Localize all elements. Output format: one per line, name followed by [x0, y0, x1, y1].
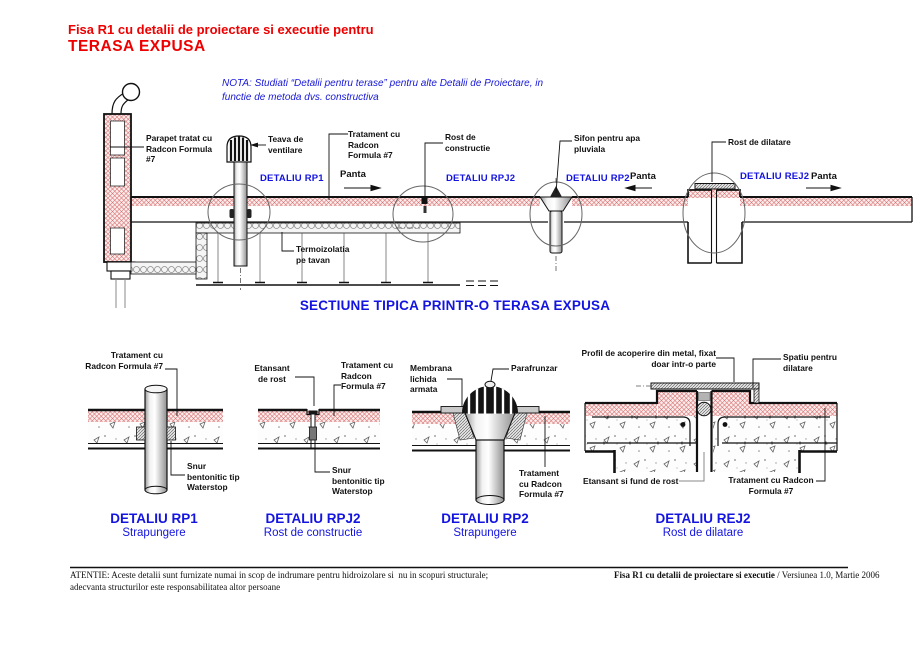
marker-detaliu-rej2: DETALIU REJ2	[740, 171, 810, 182]
vent-pipe	[226, 135, 252, 290]
rpj2-label-etansant: Etansant de rost	[254, 363, 290, 384]
rpj2-label-snur: Snur bentonitic tip Waterstop	[332, 465, 385, 496]
rp2-subtitle: Strapungere	[453, 527, 517, 539]
label-teava-ventilare: Teava de ventilare	[268, 134, 304, 155]
main-section-drawing	[103, 82, 913, 308]
rej2-label-etansant: Etansant si fund de rost	[583, 476, 679, 486]
label-panta-3: Panta	[811, 171, 837, 182]
marker-detaliu-rpj2: DETALIU RPJ2	[446, 173, 516, 184]
rej2-label-profil: Profil de acoperire din metal, fixat doa…	[581, 348, 716, 369]
gooseneck-vent	[121, 82, 141, 102]
footer-disclaimer: ATENTIE: Aceste detalii sunt furnizate n…	[70, 570, 489, 592]
label-tratament-radcon: Tratament cu Radcon Formula #7	[348, 129, 401, 160]
detail-circle-rpj2	[392, 185, 454, 243]
detail-circle-rp2	[529, 181, 583, 247]
label-termoizolatia: Termoizolatia pe tavan	[296, 244, 350, 265]
detail-circle-rp1	[207, 183, 271, 241]
rp2-label-parafrunzar: Parafrunzar	[511, 363, 558, 373]
detail-circle-rej2	[682, 172, 746, 254]
rp1-subtitle: Strapungere	[122, 527, 186, 539]
label-rost-dilatare: Rost de dilatare	[728, 137, 791, 147]
backer-rod	[696, 401, 712, 417]
label-parapet: Parapet tratat cu Radcon Formula #7	[146, 133, 213, 164]
waterstop-collar	[166, 426, 176, 441]
label-sifon: Sifon pentru apa pluviala	[574, 133, 641, 154]
marker-detaliu-rp2: DETALIU RP2	[566, 173, 630, 184]
waterstop-bar	[309, 426, 317, 441]
waterstop-collar	[136, 426, 146, 441]
rp1-label-tratament: Tratament cu Radcon Formula #7	[85, 350, 163, 371]
metal-cover-profile	[650, 382, 760, 390]
rp2-label-membrana: Membrana lichida armata	[410, 363, 452, 394]
sheet-subtitle: TERASA EXPUSA	[68, 38, 206, 55]
section-title: SECTIUNE TIPICA PRINTR-O TERASA EXPUSA	[299, 298, 611, 313]
rp1-title: DETALIU RP1	[110, 511, 198, 526]
joint-filler	[698, 392, 711, 401]
rpj2-subtitle: Rost de constructie	[263, 527, 363, 539]
label-rost-constructie: Rost de constructie	[445, 132, 491, 153]
label-panta-1: Panta	[340, 169, 366, 180]
footer-sheet-name: Fisa R1 cu detalii de proiectare si exec…	[614, 570, 775, 580]
rej2-label-spatiu: Spatiu pentru dilatare	[783, 352, 837, 373]
rej2-label-tratament: Tratament cu Radcon Formula #7	[728, 475, 814, 496]
footer-version-text: / Versiunea 1.0, Martie 2006	[774, 570, 880, 580]
rej2-title: DETALIU REJ2	[655, 511, 751, 526]
rebar	[587, 415, 837, 446]
leaf-guard-dome	[462, 386, 518, 413]
construction-joint	[421, 197, 428, 213]
rp2-label-tratament: Tratament cu Radcon Formula #7	[519, 468, 564, 499]
rp2-title: DETALIU RP2	[441, 511, 529, 526]
teava-arrowhead	[250, 142, 258, 148]
label-panta-2: Panta	[630, 171, 656, 182]
rej2-subtitle: Rost de dilatare	[662, 527, 744, 539]
design-note: NOTA: Studiati “Detalii pentru terase” p…	[222, 78, 544, 103]
rain-drain	[539, 178, 573, 272]
rpj2-title: DETALIU RPJ2	[265, 511, 361, 526]
detail-rej2-drawing	[584, 357, 838, 482]
detail-rp1-drawing	[88, 368, 223, 495]
sheet-title: Fisa R1 cu detalii de proiectare si exec…	[68, 22, 374, 37]
parapet	[103, 82, 141, 308]
leader-lines	[110, 133, 726, 252]
panta-arrows	[344, 184, 842, 192]
footer-version: Fisa R1 cu detalii de proiectare si exec…	[614, 570, 879, 580]
ceiling-insulation	[130, 222, 498, 287]
joint-sealant	[308, 410, 318, 415]
rp1-label-snur: Snur bentonitic tip Waterstop	[187, 461, 240, 492]
detail-rp2-drawing	[412, 368, 570, 505]
marker-detaliu-rp1: DETALIU RP1	[260, 173, 324, 184]
detail-rpj2-drawing	[258, 376, 380, 473]
rpj2-label-tratament: Tratament cu Radcon Formula #7	[341, 360, 394, 391]
